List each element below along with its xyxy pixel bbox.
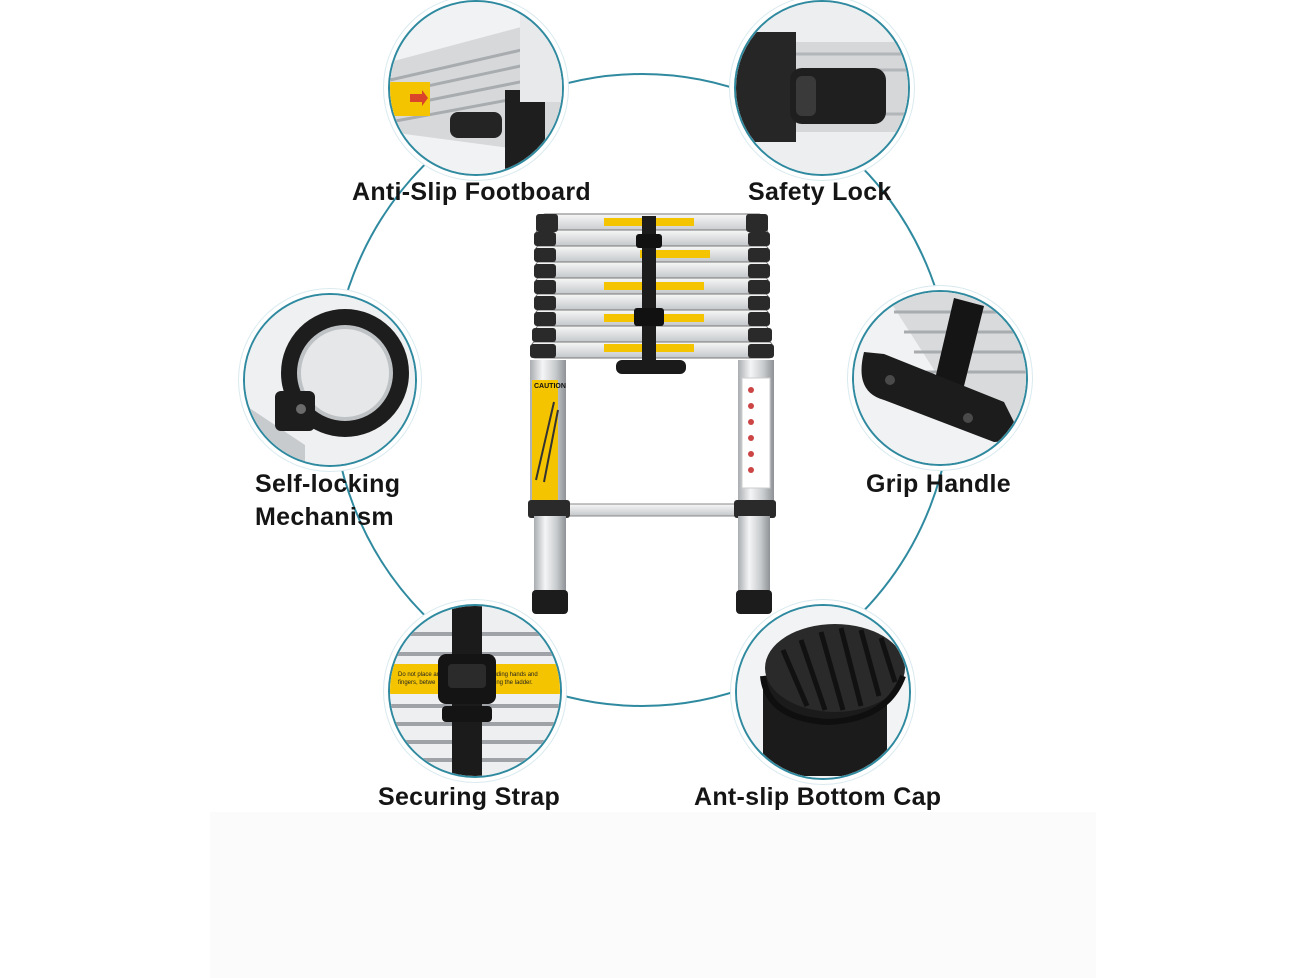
svg-text:sing the ladder.: sing the ladder. bbox=[492, 680, 533, 686]
bottom-cap-label: Ant-slip Bottom Cap bbox=[694, 783, 942, 811]
securing-strap-label: Securing Strap bbox=[378, 783, 561, 811]
caution-text: CAUTION bbox=[534, 383, 566, 390]
anti-slip-footboard-label: Anti-Slip Footboard bbox=[352, 178, 591, 206]
self-locking-closeup bbox=[243, 293, 417, 467]
telescopic-ladder-image: CAUTION bbox=[528, 213, 776, 614]
self-locking-label-line1: Self-locking bbox=[255, 470, 401, 498]
svg-text:fingers, betwe: fingers, betwe bbox=[398, 680, 436, 686]
footboard-closeup bbox=[388, 0, 564, 176]
strap-warning-left: Do not place an bbox=[398, 672, 440, 678]
securing-strap-closeup: Do not place an fingers, betwe luding ha… bbox=[388, 604, 562, 778]
self-locking-mechanism-label: Self-locking Mechanism bbox=[255, 468, 400, 534]
grip-handle-closeup bbox=[852, 290, 1028, 466]
grip-handle-label: Grip Handle bbox=[866, 470, 1011, 498]
bottom-cap-closeup bbox=[735, 604, 911, 780]
safety-lock-label: Safety Lock bbox=[748, 178, 892, 206]
bottom-blank-panel bbox=[210, 812, 1096, 978]
strap-warning-right: luding hands and bbox=[492, 672, 538, 678]
safety-lock-closeup bbox=[734, 0, 910, 176]
self-locking-label-line2: Mechanism bbox=[255, 503, 394, 531]
